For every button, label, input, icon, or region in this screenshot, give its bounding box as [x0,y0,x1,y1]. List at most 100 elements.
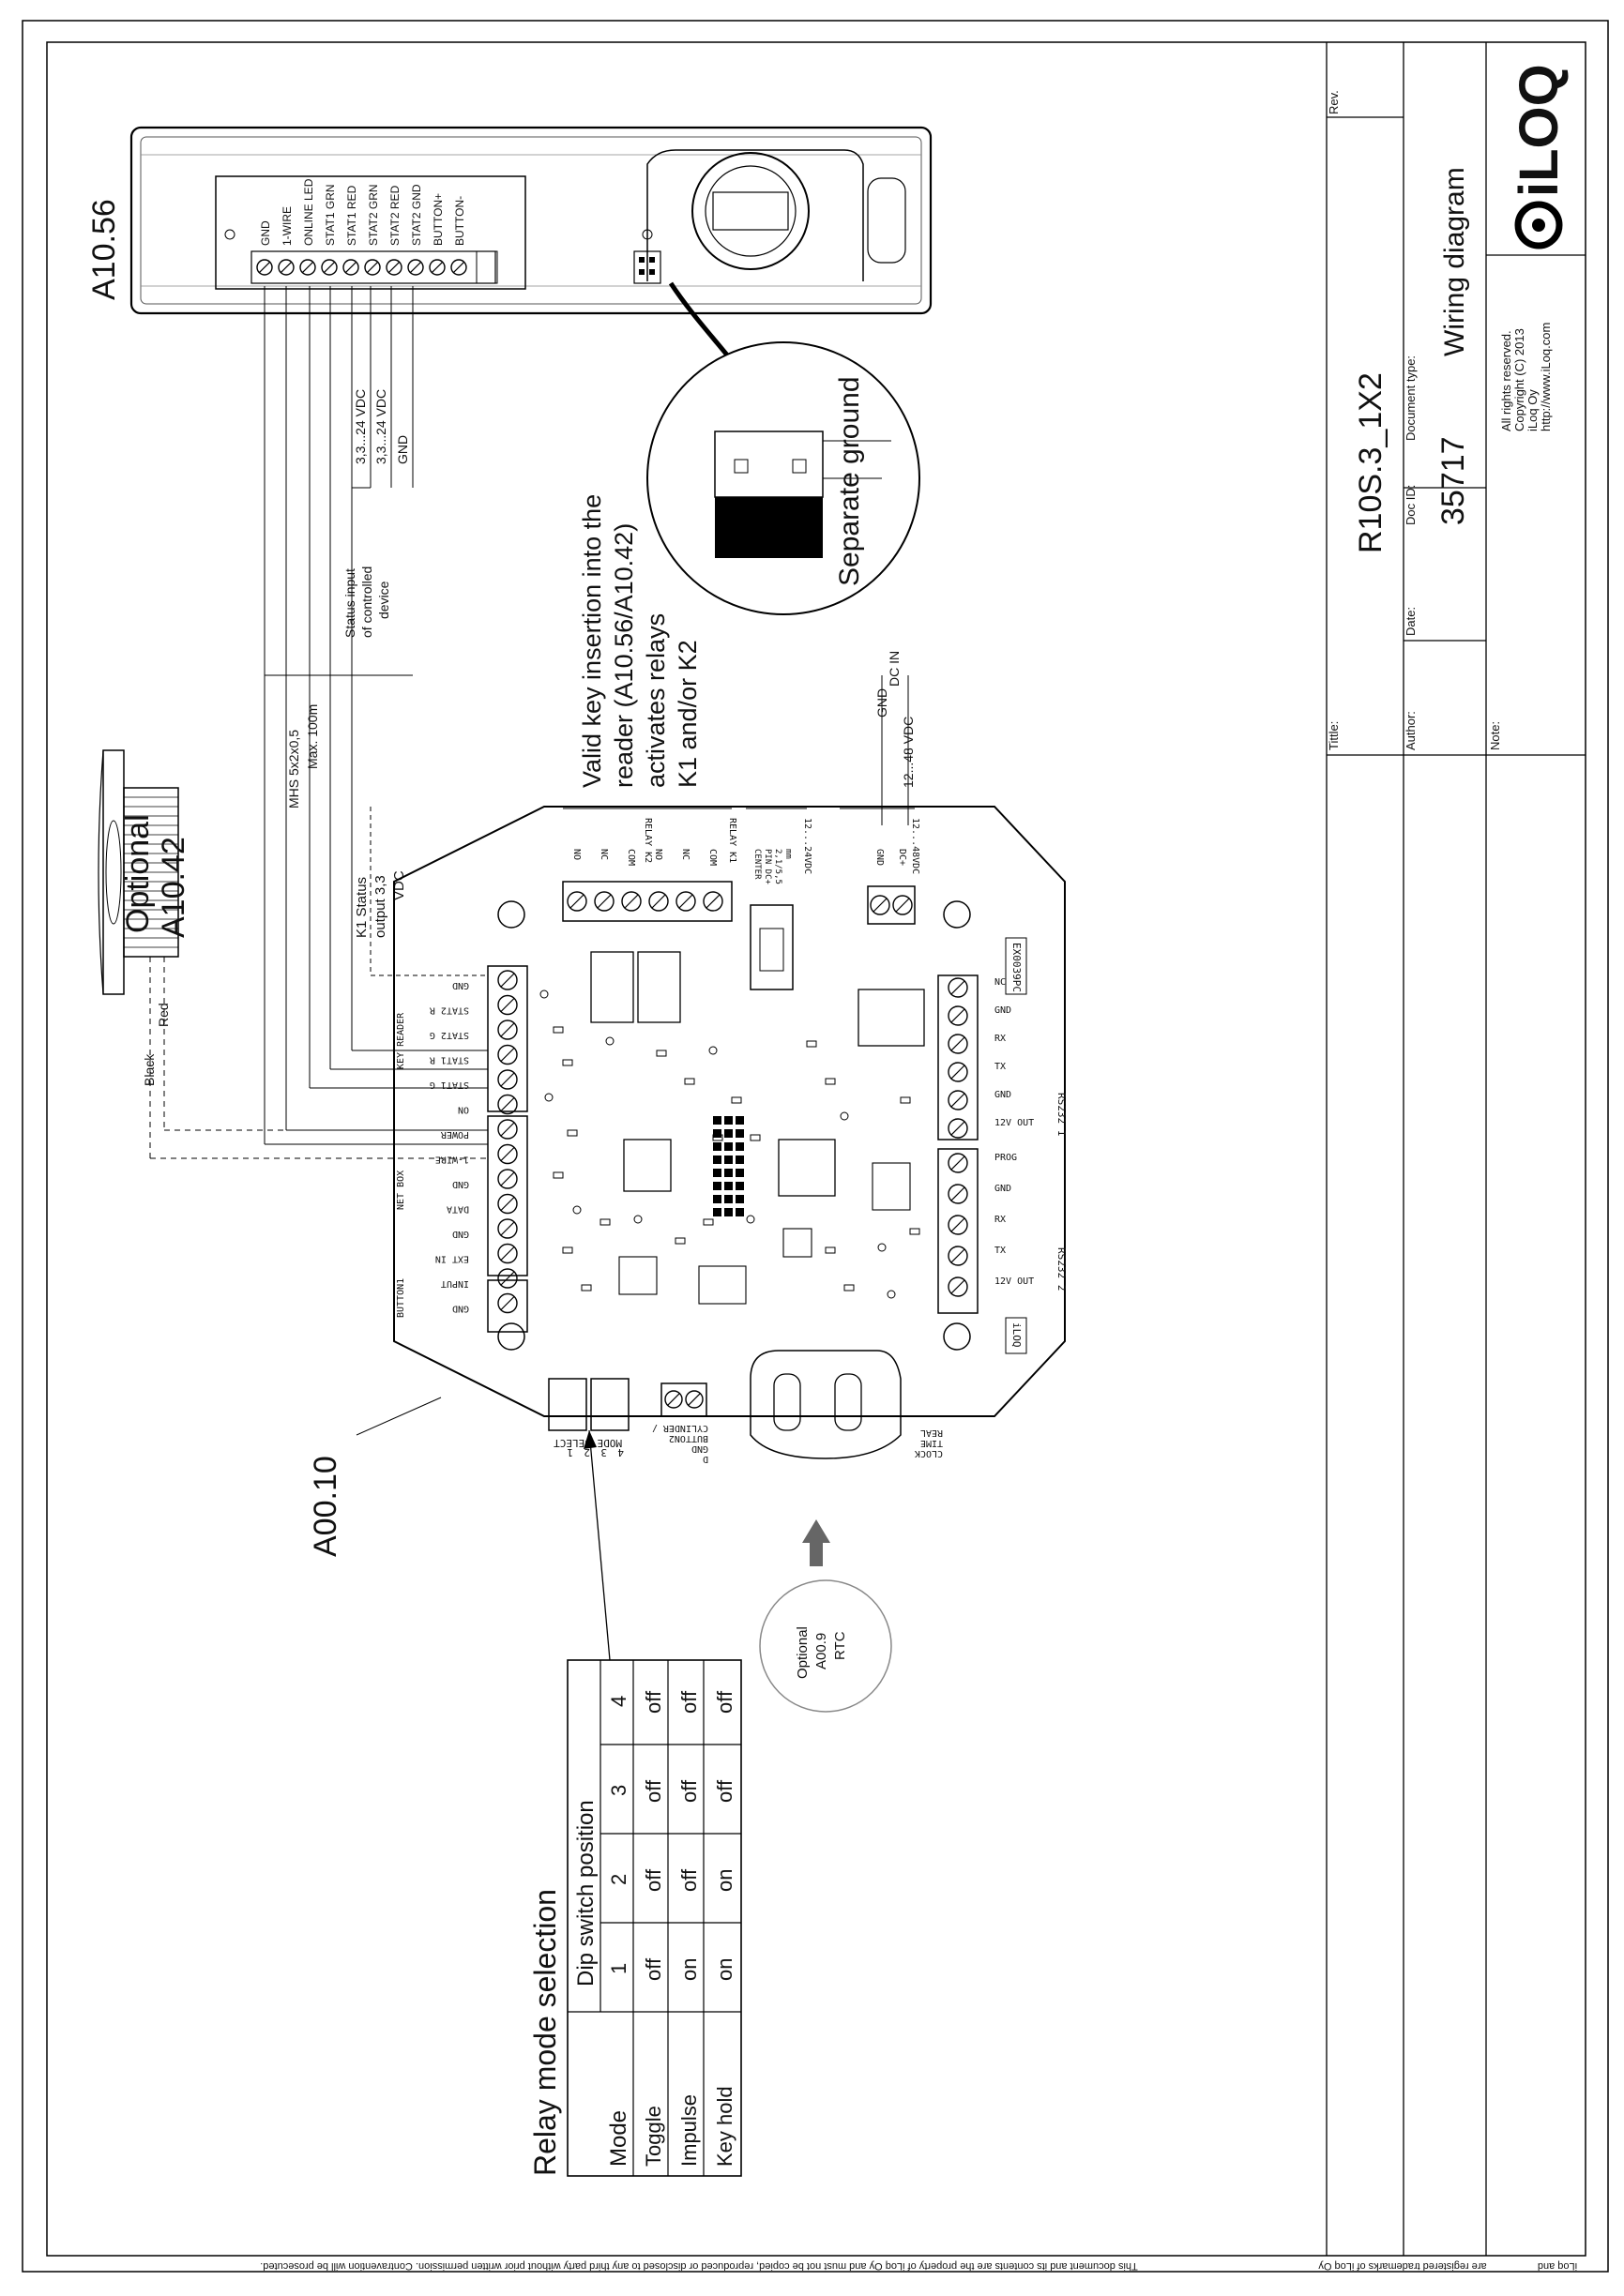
part-code: EX0039PC [1010,943,1023,992]
rtc-board-label: REAL [920,1427,943,1438]
left-pin-label: POWER [440,1129,469,1140]
table-cell: off [713,1690,736,1714]
status-input-line2: of controlled [359,566,374,638]
reader-pin-label: STAT2 GND [410,184,423,246]
relay-pin-label: NC [680,849,691,860]
rs1-terminal-screw [948,1118,968,1139]
relay-terminal-screw [675,891,696,912]
mode-num-label: 2 [584,1446,590,1458]
table-row-mode: Impulse [677,2094,701,2167]
rs232-2-label: RS232 2 [1055,1247,1068,1291]
table-col-header: 1 [607,1963,630,1974]
note-label: Note: [1488,721,1502,750]
left-terminal-screw [497,1044,518,1065]
relay-pin-label: NO [653,849,663,860]
cylinder-terminal-screw [685,1390,704,1409]
table-cell: off [677,1779,701,1803]
left-terminal-screw [497,1169,518,1189]
table-title: Relay mode selection [528,1889,562,2176]
left-pin-label: EXT IN [435,1254,469,1264]
reader-pin-label: STAT2 RED [388,185,402,246]
dc-jack-label: PIN DC+ [763,849,772,885]
rs2-pin-label: GND [994,1184,1011,1194]
dip-leader [588,1429,611,1661]
dc-in-label: DC IN [887,651,902,687]
rs1-pin-label: GND [994,1090,1011,1100]
rs1-terminal-screw [948,977,968,998]
table-cell: off [642,1779,665,1803]
cylinder-label: BUTTON2 [669,1433,708,1443]
footer-trademark: are registered trademarks of iLoq Oy [1318,2260,1487,2272]
reader-pin-screw [364,259,381,276]
rtc-arrow [802,1519,830,1566]
rs1-pin-label: TX [994,1062,1006,1072]
rs1-pin-label: GND [994,1005,1011,1016]
left-terminal-screw [497,1268,518,1289]
title-block [1326,42,1586,2256]
dip-leader-arrow [584,1430,597,1449]
rs1-pin-label: 12V OUT [994,1118,1034,1128]
left-terminal-screw [497,1119,518,1140]
reader-label: A10.56 [86,199,122,300]
dc-terminal-screw [892,895,913,915]
rtc-circle [759,1579,892,1713]
left-pin-label: ON [458,1105,469,1115]
reader-cable-bundle [264,286,488,1145]
relay-pin-label: NO [571,849,582,860]
dc-terminal-label: DC+ [897,849,907,866]
relay-mode-table: Relay mode selection Dip switch position… [528,1659,742,2177]
reader-pin-label: BUTTON- [453,196,466,246]
left-terminal-screw [497,1069,518,1090]
cylinder-terminal-screw [664,1390,683,1409]
footer-notice: This document and its contents are the p… [260,2260,1138,2272]
valid-key-line1: Valid key insertion into the [578,494,606,788]
left-terminal-screw [497,1193,518,1215]
relay-terminal-screw [594,891,615,912]
left-pin-label: 1-WIRE [435,1155,469,1165]
relay-header-label: RELAY K1 [727,818,737,863]
rs2-terminal-screw [948,1246,968,1266]
rtc-line3: RTC [832,1631,848,1660]
mode-header: Mode [606,2110,631,2167]
left-pin-label: STAT2 R [429,1005,469,1016]
relay-terminal-screw [567,891,587,912]
table-cell: on [677,1958,701,1981]
cable-spec: MHS 5x2x0,5 [286,730,301,808]
rights-line-1: All rights reserved. [1499,330,1513,431]
mode-num-label: 4 [617,1446,624,1458]
logo-text: iLOQ [1509,64,1570,197]
doc-id-label: Doc ID: [1404,485,1418,525]
dc-terminal-label: GND [874,849,885,866]
left-terminal-screw [497,970,518,990]
doc-type-label: Document type: [1404,355,1418,441]
relay-terminal-screw [621,891,642,912]
table-col-header: 2 [607,1874,630,1885]
k1-status-wires [351,807,488,1050]
author-label: Author: [1404,711,1418,750]
rs232-1-label: RS232 1 [1055,1093,1068,1136]
reader-pin-screw [386,259,402,276]
separate-ground-detail: Separate ground [646,341,920,615]
optional-reader-a10-42: Optional A10.42 Black Red [98,749,488,1159]
table-cell: off [642,1868,665,1892]
rs2-terminal-screw [948,1276,968,1297]
iloq-logo: iLOQ [1509,64,1570,249]
reader-pin-label: STAT1 RED [345,185,358,246]
table-cell: off [713,1779,736,1803]
table-col-header: 3 [607,1785,630,1796]
table-row-mode: Toggle [642,2106,665,2167]
left-pin-label: STAT1 G [430,1080,469,1090]
left-group-label: NET BOX [396,1171,406,1210]
rtc-board-label: TIME [920,1438,943,1448]
reader-pin-label: STAT1 GRN [324,184,337,246]
table-cell: off [642,1690,665,1714]
cylinder-label: D [703,1454,708,1464]
date-label: Date: [1404,607,1418,636]
k1-status-line1: K1 Status [354,877,370,938]
dc-in-wires [881,675,909,825]
left-pin-label: GND [452,1304,469,1314]
rtc-board-label: CLOCK [915,1448,943,1458]
dip-header: Dip switch position [573,1800,599,1986]
